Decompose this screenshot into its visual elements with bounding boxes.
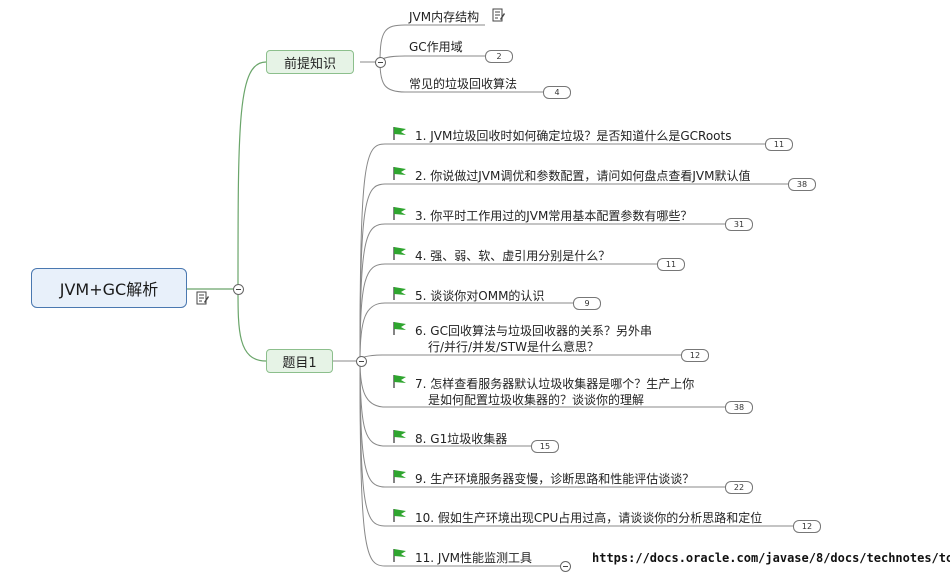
topic-label-line1: 7. 怎样查看服务器默认垃圾收集器是哪个？生产上你 (415, 377, 695, 391)
root-label: JVM+GC解析 (59, 280, 159, 299)
branch-label: 题目1 (282, 355, 317, 371)
topic-label: 1. JVM垃圾回收时如何确定垃圾？是否知道什么是GCRoots (415, 129, 732, 143)
collapse-minus-icon[interactable] (356, 356, 367, 367)
question-item[interactable]: 4. 强、弱、软、虚引用分别是什么？ (415, 248, 610, 264)
green-flag-icon (393, 470, 406, 483)
green-flag-icon (393, 167, 406, 180)
question-item[interactable]: 6. GC回收算法与垃圾回收器的关系？另外串 行/并行/并发/STW是什么意思？ (415, 323, 652, 355)
question-item[interactable]: 5. 谈谈你对OMM的认识 (415, 288, 544, 304)
green-flag-icon (393, 247, 406, 260)
topic-gc-scope[interactable]: GC作用域 (409, 39, 463, 55)
reference-link[interactable]: https://docs.oracle.com/javase/8/docs/te… (592, 551, 950, 565)
branch-prerequisites[interactable]: 前提知识 (266, 50, 354, 74)
topic-label: 9. 生产环境服务器变慢，诊断思路和性能评估谈谈？ (415, 472, 695, 486)
count-badge[interactable]: 15 (531, 440, 559, 453)
topic-jvm-memory[interactable]: JVM内存结构 (409, 9, 479, 25)
collapse-minus-icon[interactable] (560, 561, 571, 572)
topic-label: 5. 谈谈你对OMM的认识 (415, 289, 545, 303)
question-item[interactable]: 3. 你平时工作用过的JVM常用基本配置参数有哪些？ (415, 208, 692, 224)
question-item[interactable]: 7. 怎样查看服务器默认垃圾收集器是哪个？生产上你 是如何配置垃圾收集器的？谈谈… (415, 376, 694, 408)
question-item[interactable]: 1. JVM垃圾回收时如何确定垃圾？是否知道什么是GCRoots (415, 128, 731, 144)
count-badge[interactable]: 22 (725, 481, 753, 494)
collapse-minus-icon[interactable] (233, 284, 244, 295)
count-badge[interactable]: 31 (725, 218, 753, 231)
topic-label: JVM内存结构 (409, 10, 480, 24)
note-icon[interactable] (492, 8, 505, 22)
count-badge[interactable]: 2 (485, 50, 513, 63)
green-flag-icon (393, 430, 406, 443)
question-item[interactable]: 10. 假如生产环境出现CPU占用过高，请谈谈你的分析思路和定位 (415, 510, 762, 526)
branch-questions[interactable]: 题目1 (266, 349, 333, 373)
topic-label: 11. JVM性能监测工具 (415, 551, 533, 565)
count-badge[interactable]: 11 (765, 138, 793, 151)
topic-label: 常见的垃圾回收算法 (409, 77, 518, 91)
count-badge[interactable]: 11 (657, 258, 685, 271)
question-item[interactable]: 9. 生产环境服务器变慢，诊断思路和性能评估谈谈？ (415, 471, 694, 487)
topic-label: 10. 假如生产环境出现CPU占用过高，请谈谈你的分析思路和定位 (415, 511, 763, 525)
count-badge[interactable]: 12 (793, 520, 821, 533)
green-flag-icon (393, 287, 406, 300)
topic-label-line2: 是如何配置垃圾收集器的？谈谈你的理解 (428, 393, 645, 407)
topic-label-line1: 6. GC回收算法与垃圾回收器的关系？另外串 (415, 324, 652, 338)
green-flag-icon (393, 322, 406, 335)
question-item[interactable]: 11. JVM性能监测工具 (415, 550, 532, 566)
count-badge[interactable]: 9 (573, 297, 601, 310)
root-topic[interactable]: JVM+GC解析 (31, 268, 187, 308)
topic-label: 4. 强、弱、软、虚引用分别是什么？ (415, 249, 611, 263)
count-badge[interactable]: 12 (681, 349, 709, 362)
topic-label: 3. 你平时工作用过的JVM常用基本配置参数有哪些？ (415, 209, 693, 223)
question-item[interactable]: 8. G1垃圾收集器 (415, 431, 507, 447)
topic-label-line2: 行/并行/并发/STW是什么意思？ (428, 340, 599, 354)
topic-gc-algorithms[interactable]: 常见的垃圾回收算法 (409, 76, 517, 92)
count-badge[interactable]: 38 (725, 401, 753, 414)
green-flag-icon (393, 549, 406, 562)
green-flag-icon (393, 207, 406, 220)
collapse-minus-icon[interactable] (375, 57, 386, 68)
topic-label: 8. G1垃圾收集器 (415, 432, 508, 446)
count-badge[interactable]: 4 (543, 86, 571, 99)
note-icon[interactable] (196, 291, 209, 305)
green-flag-icon (393, 127, 406, 140)
count-badge[interactable]: 38 (788, 178, 816, 191)
topic-label: GC作用域 (409, 40, 463, 54)
green-flag-icon (393, 375, 406, 388)
green-flag-icon (393, 509, 406, 522)
branch-label: 前提知识 (283, 56, 336, 72)
topic-label: 2. 你说做过JVM调优和参数配置，请问如何盘点查看JVM默认值 (415, 169, 751, 183)
question-item[interactable]: 2. 你说做过JVM调优和参数配置，请问如何盘点查看JVM默认值 (415, 168, 750, 184)
